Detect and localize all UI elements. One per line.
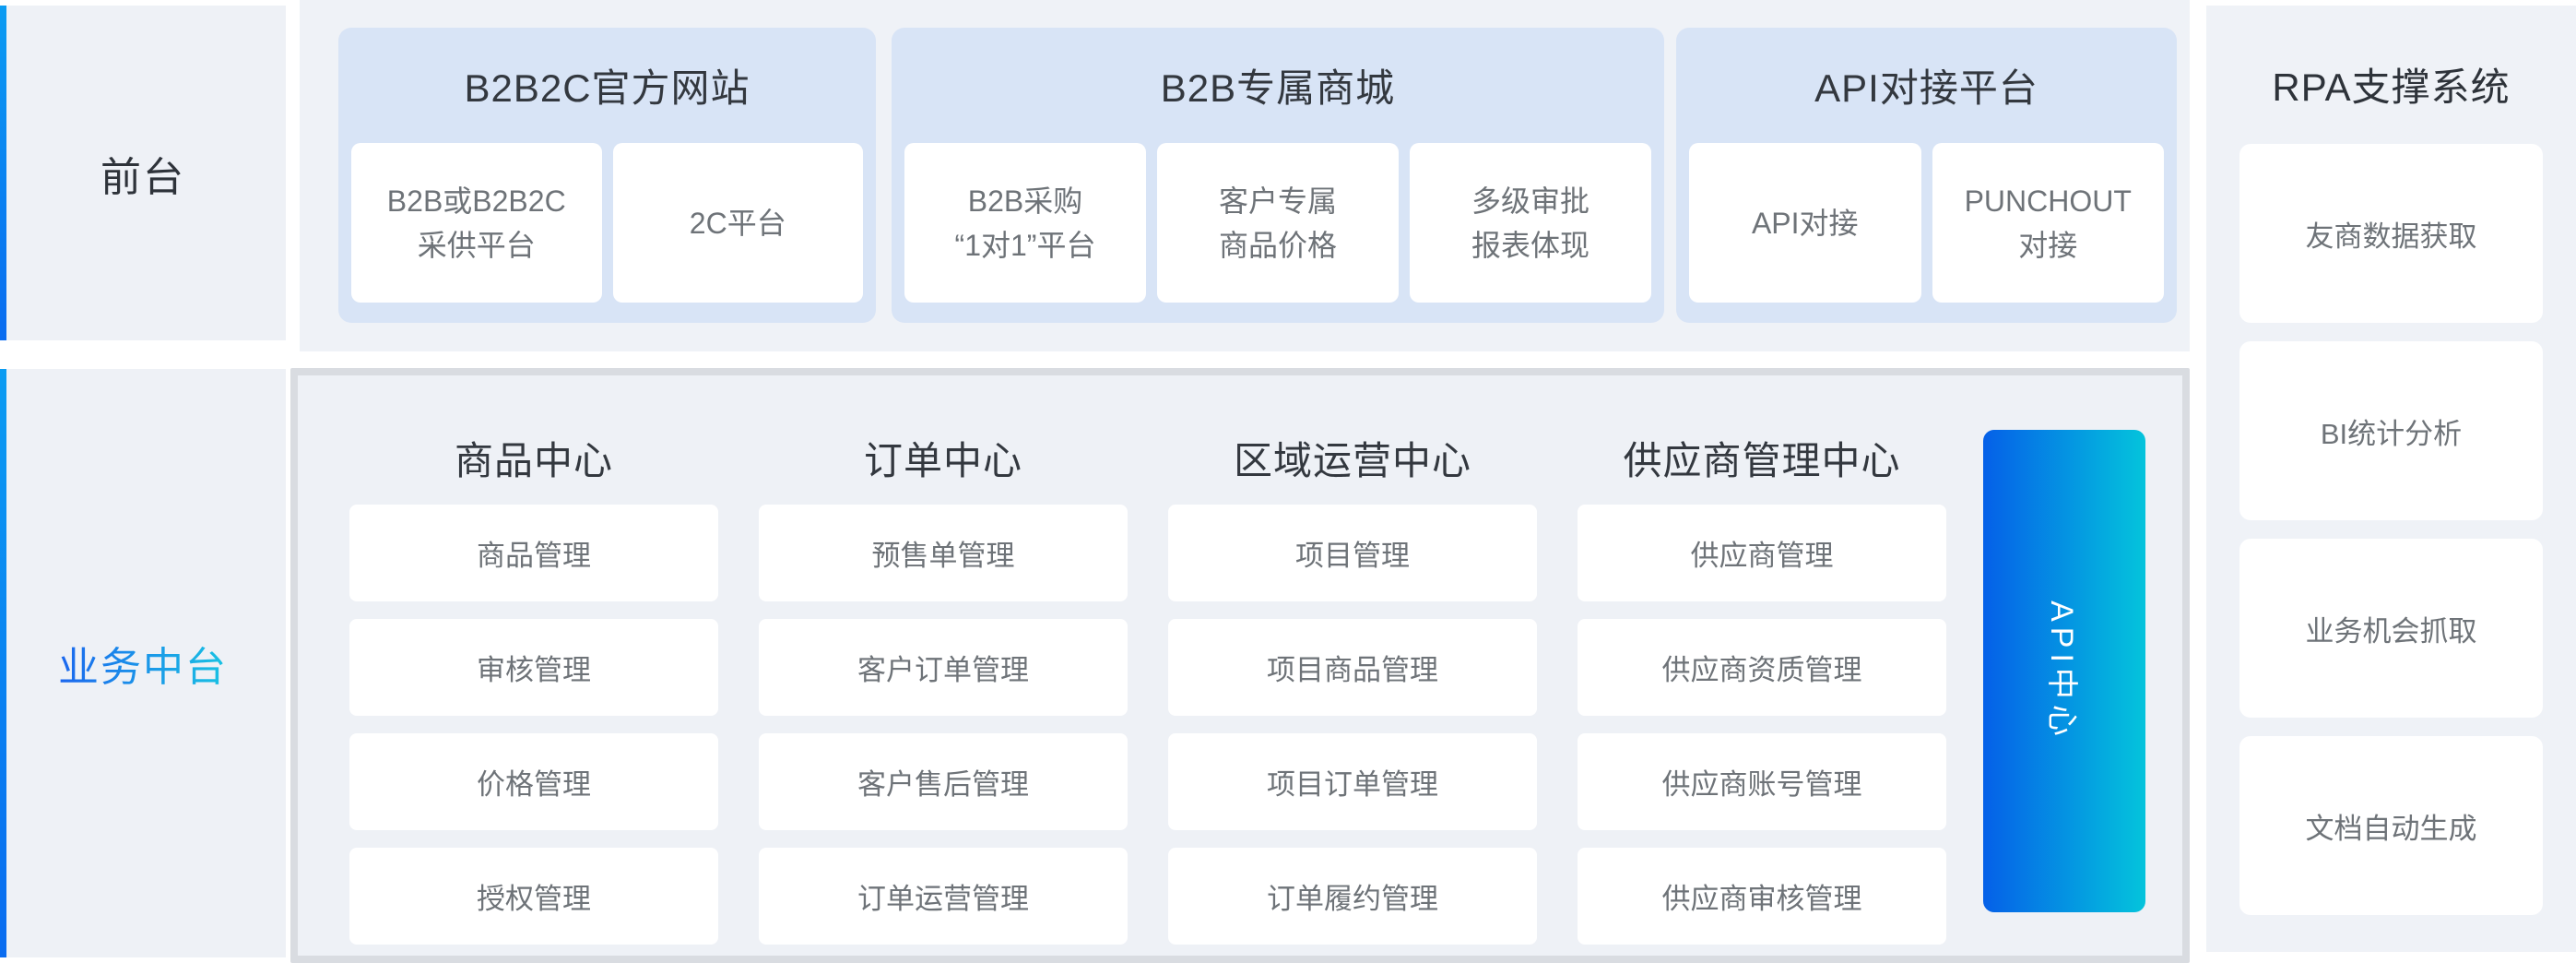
rpa-panel-title: RPA支撑系统: [2272, 65, 2511, 109]
column-rows: 项目管理 项目商品管理 项目订单管理 订单履约管理: [1168, 505, 1537, 945]
rpa-card: 友商数据获取: [2239, 144, 2543, 323]
middle-stage-label: 业务中台: [58, 634, 228, 693]
row-card: 价格管理: [349, 733, 718, 830]
column-region-operation-center: 区域运营中心 项目管理 项目商品管理 项目订单管理 订单履约管理: [1168, 375, 1537, 945]
column-rows: 供应商管理 供应商资质管理 供应商账号管理 供应商审核管理: [1578, 505, 1946, 945]
column-rows: 预售单管理 客户订单管理 客户售后管理 订单运营管理: [759, 505, 1128, 945]
row-card: 供应商审核管理: [1578, 848, 1946, 945]
rpa-card: 业务机会抓取: [2239, 539, 2543, 718]
group-items: API对接 PUNCHOUT 对接: [1676, 143, 2177, 323]
row-card: 供应商资质管理: [1578, 619, 1946, 716]
row-card: 供应商账号管理: [1578, 733, 1946, 830]
row-card: 订单履约管理: [1168, 848, 1537, 945]
column-title: 订单中心: [863, 438, 1022, 482]
group-card-b2b2c-website: B2B2C官方网站 B2B或B2B2C 采供平台 2C平台: [338, 28, 876, 323]
group-items: B2B采购 “1对1”平台 客户专属 商品价格 多级审批 报表体现: [892, 143, 1664, 323]
column-title: 商品中心: [454, 438, 613, 482]
column-product-center: 商品中心 商品管理 审核管理 价格管理 授权管理: [349, 375, 718, 945]
row-card: 供应商管理: [1578, 505, 1946, 601]
row-card: 预售单管理: [759, 505, 1128, 601]
group-card-api-platform: API对接平台 API对接 PUNCHOUT 对接: [1676, 28, 2177, 323]
sub-card: B2B或B2B2C 采供平台: [351, 143, 602, 303]
column-supplier-management-center: 供应商管理中心 供应商管理 供应商资质管理 供应商账号管理 供应商审核管理: [1578, 375, 1946, 945]
row-card: 客户售后管理: [759, 733, 1128, 830]
column-order-center: 订单中心 预售单管理 客户订单管理 客户售后管理 订单运营管理: [759, 375, 1128, 945]
sub-card: 2C平台: [612, 143, 863, 303]
row-card: 项目管理: [1168, 505, 1537, 601]
blue-accent-bar: [0, 369, 6, 957]
api-center-bar: API中心: [1983, 430, 2145, 912]
rpa-card: BI统计分析: [2239, 341, 2543, 520]
group-card-b2b-mall: B2B专属商城 B2B采购 “1对1”平台 客户专属 商品价格 多级审批 报表体…: [892, 28, 1664, 323]
rpa-items: 友商数据获取 BI统计分析 业务机会抓取 文档自动生成: [2239, 144, 2543, 915]
row-card: 授权管理: [349, 848, 718, 945]
blue-accent-bar: [0, 6, 6, 340]
sub-card: 客户专属 商品价格: [1157, 143, 1399, 303]
row-card: 审核管理: [349, 619, 718, 716]
middle-stage-columns: 商品中心 商品管理 审核管理 价格管理 授权管理 订单中心 预售单管理 客户订单…: [298, 375, 2182, 945]
group-title: B2B2C官方网站: [464, 66, 750, 110]
row-card: 项目商品管理: [1168, 619, 1537, 716]
front-stage-panel: B2B2C官方网站 B2B或B2B2C 采供平台 2C平台 B2B专属商城 B2…: [300, 0, 2190, 351]
sub-card: B2B采购 “1对1”平台: [904, 143, 1146, 303]
sub-card: 多级审批 报表体现: [1410, 143, 1651, 303]
sub-card: PUNCHOUT 对接: [1932, 143, 2164, 303]
front-stage-label: 前台: [100, 154, 185, 200]
group-title: API对接平台: [1814, 66, 2038, 110]
column-title: 区域运营中心: [1233, 438, 1471, 482]
sub-card: API对接: [1689, 143, 1921, 303]
row-card: 商品管理: [349, 505, 718, 601]
rpa-card: 文档自动生成: [2239, 736, 2543, 915]
row-card: 订单运营管理: [759, 848, 1128, 945]
sidebar-section-middle-stage: 业务中台: [0, 369, 286, 957]
sidebar-section-front-stage: 前台: [0, 6, 286, 340]
row-card: 项目订单管理: [1168, 733, 1537, 830]
column-rows: 商品管理 审核管理 价格管理 授权管理: [349, 505, 718, 945]
group-items: B2B或B2B2C 采供平台 2C平台: [338, 143, 876, 323]
column-title: 供应商管理中心: [1623, 438, 1901, 482]
rpa-support-panel: RPA支撑系统 友商数据获取 BI统计分析 业务机会抓取 文档自动生成: [2206, 6, 2576, 952]
group-title: B2B专属商城: [1160, 66, 1396, 110]
row-card: 客户订单管理: [759, 619, 1128, 716]
middle-stage-panel: 商品中心 商品管理 审核管理 价格管理 授权管理 订单中心 预售单管理 客户订单…: [290, 368, 2190, 963]
api-center-label: API中心: [2043, 600, 2079, 742]
